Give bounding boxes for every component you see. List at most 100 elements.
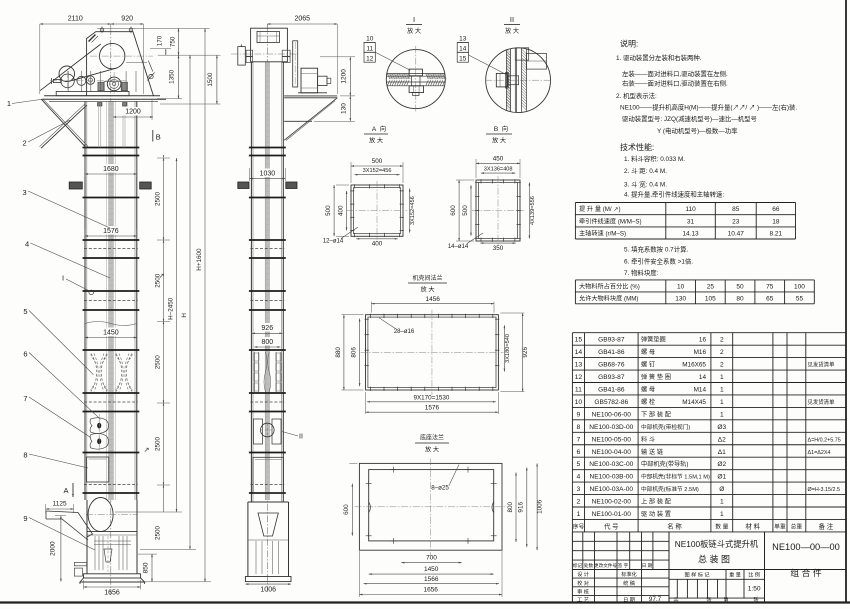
svg-text:统 稿: 统 稿 xyxy=(623,579,635,587)
svg-text:14–ø14: 14–ø14 xyxy=(448,244,469,250)
svg-text:1125: 1125 xyxy=(53,501,67,508)
svg-text:1: 1 xyxy=(720,399,724,406)
svg-text:总重: 总重 xyxy=(791,522,803,530)
svg-text:450: 450 xyxy=(493,156,504,163)
svg-text:1006: 1006 xyxy=(537,499,544,514)
svg-text:1566: 1566 xyxy=(424,576,439,583)
svg-text:技术性能:: 技术性能: xyxy=(620,142,654,152)
svg-text:2. 斗 距: 0.4 M.: 2. 斗 距: 0.4 M. xyxy=(624,167,667,175)
svg-text:M16X65: M16X65 xyxy=(682,362,706,369)
svg-text:105: 105 xyxy=(705,296,716,303)
svg-text:右装——面对进料口,驱动装置在右侧.: 右装——面对进料口,驱动装置在右侧. xyxy=(622,79,728,88)
svg-text:审 核: 审 核 xyxy=(577,587,589,595)
svg-text:9: 9 xyxy=(577,411,581,418)
svg-text:驱动装置型号: JZQ(减速机型号)—速比—机型号: 驱动装置型号: JZQ(减速机型号)—速比—机型号 xyxy=(622,114,757,123)
svg-text:25: 25 xyxy=(707,284,715,291)
svg-text:H+1600: H+1600 xyxy=(196,248,203,271)
svg-text:重 量: 重 量 xyxy=(729,571,741,579)
svg-text:图 样 标 记: 图 样 标 记 xyxy=(684,571,709,579)
svg-text:850: 850 xyxy=(142,562,149,573)
svg-text:向: 向 xyxy=(380,125,386,133)
svg-text:螺 母: 螺 母 xyxy=(641,386,655,394)
svg-text:放 大: 放 大 xyxy=(492,137,506,145)
svg-text:代 号: 代 号 xyxy=(604,521,619,530)
svg-text:3X136=408: 3X136=408 xyxy=(484,166,513,172)
svg-text:8.21: 8.21 xyxy=(770,231,783,238)
svg-text:数 量: 数 量 xyxy=(715,522,728,530)
svg-text:螺 钉: 螺 钉 xyxy=(641,361,655,369)
svg-text:NE100板链斗式提升机: NE100板链斗式提升机 xyxy=(675,539,759,549)
svg-text:2000: 2000 xyxy=(50,541,57,556)
svg-text:Ø: Ø xyxy=(719,486,724,493)
svg-text:14: 14 xyxy=(699,374,707,381)
svg-text:组 合 件: 组 合 件 xyxy=(790,567,821,578)
svg-text:6: 6 xyxy=(577,449,581,456)
svg-text:97.7: 97.7 xyxy=(649,596,662,603)
svg-text:Ø3: Ø3 xyxy=(717,424,726,431)
svg-text:1: 1 xyxy=(720,499,724,506)
svg-text:3X152=456: 3X152=456 xyxy=(363,168,392,174)
svg-text:放 大: 放 大 xyxy=(425,446,439,454)
svg-text:500: 500 xyxy=(462,205,469,216)
svg-text:说明:: 说明: xyxy=(620,39,638,49)
svg-text:80: 80 xyxy=(736,296,744,303)
svg-text:A: A xyxy=(63,486,68,495)
svg-text:12: 12 xyxy=(366,56,374,63)
svg-text:NE100-06-00: NE100-06-00 xyxy=(592,411,632,418)
svg-text:Δ2: Δ2 xyxy=(718,436,726,443)
svg-text:NE100-01-00: NE100-01-00 xyxy=(592,511,632,518)
svg-text:8: 8 xyxy=(23,451,27,460)
svg-text:螺 母: 螺 母 xyxy=(641,348,655,356)
svg-text:NE100-04-00: NE100-04-00 xyxy=(592,449,632,456)
svg-text:12: 12 xyxy=(575,374,583,381)
svg-text:6: 6 xyxy=(23,349,27,358)
svg-text:6. 牵引件安全系数 >1倍.: 6. 牵引件安全系数 >1倍. xyxy=(624,257,693,266)
svg-text:1500: 1500 xyxy=(207,72,214,87)
svg-text:16: 16 xyxy=(699,337,707,344)
svg-text:1450: 1450 xyxy=(424,566,439,573)
svg-text:放 大: 放 大 xyxy=(407,27,421,35)
svg-text:5: 5 xyxy=(577,461,581,468)
svg-text:18: 18 xyxy=(772,218,780,225)
svg-text:牵引件线速度 (M/M–S): 牵引件线速度 (M/M–S) xyxy=(579,217,642,225)
svg-text:螺 栓: 螺 栓 xyxy=(641,398,655,406)
svg-text:备 注: 备 注 xyxy=(819,521,834,530)
svg-text:4: 4 xyxy=(25,240,29,249)
svg-text:926: 926 xyxy=(261,325,273,332)
svg-text:料 斗: 料 斗 xyxy=(641,435,655,443)
svg-text:4: 4 xyxy=(577,474,581,481)
svg-text:1: 1 xyxy=(577,511,581,518)
svg-text:下 部 装 配: 下 部 装 配 xyxy=(641,410,671,418)
svg-text:机壳间法兰: 机壳间法兰 xyxy=(412,274,442,282)
svg-text:2500: 2500 xyxy=(154,192,161,207)
svg-text:M16: M16 xyxy=(694,349,707,356)
svg-text:弹 簧 垫 圈: 弹 簧 垫 圈 xyxy=(641,373,671,381)
svg-text:允许大物料块度 (MM): 允许大物料块度 (MM) xyxy=(579,295,638,303)
svg-text:上 部 装 配: 上 部 装 配 xyxy=(641,498,671,506)
svg-text:600: 600 xyxy=(343,504,350,515)
svg-text:170: 170 xyxy=(157,35,164,46)
svg-text:2: 2 xyxy=(720,337,724,344)
svg-text:Δ1=Δ2X4: Δ1=Δ2X4 xyxy=(808,450,831,456)
svg-text:916: 916 xyxy=(518,502,525,513)
svg-text:8: 8 xyxy=(577,424,581,431)
svg-text:II: II xyxy=(299,434,303,441)
svg-text:10: 10 xyxy=(677,284,685,291)
svg-text:11: 11 xyxy=(366,46,373,53)
svg-text:H–2450: H–2450 xyxy=(167,297,174,320)
svg-text:28–ø16: 28–ø16 xyxy=(394,329,415,335)
svg-text:日 期: 日 期 xyxy=(642,563,653,569)
svg-text:设 计: 设 计 xyxy=(577,570,589,578)
svg-text:B: B xyxy=(156,133,161,142)
svg-text:130: 130 xyxy=(341,103,348,114)
svg-text:GB41-86: GB41-86 xyxy=(598,387,625,394)
svg-text:110: 110 xyxy=(685,206,696,213)
svg-text:A: A xyxy=(372,126,377,133)
svg-text:驱 动 装 置: 驱 动 装 置 xyxy=(641,510,671,518)
svg-text:23: 23 xyxy=(732,218,740,225)
svg-text:1: 1 xyxy=(720,411,724,418)
svg-text:NE100-02-00: NE100-02-00 xyxy=(592,499,632,506)
svg-text:H: H xyxy=(181,313,188,318)
svg-text:10: 10 xyxy=(575,399,583,406)
svg-text:65: 65 xyxy=(766,296,774,303)
